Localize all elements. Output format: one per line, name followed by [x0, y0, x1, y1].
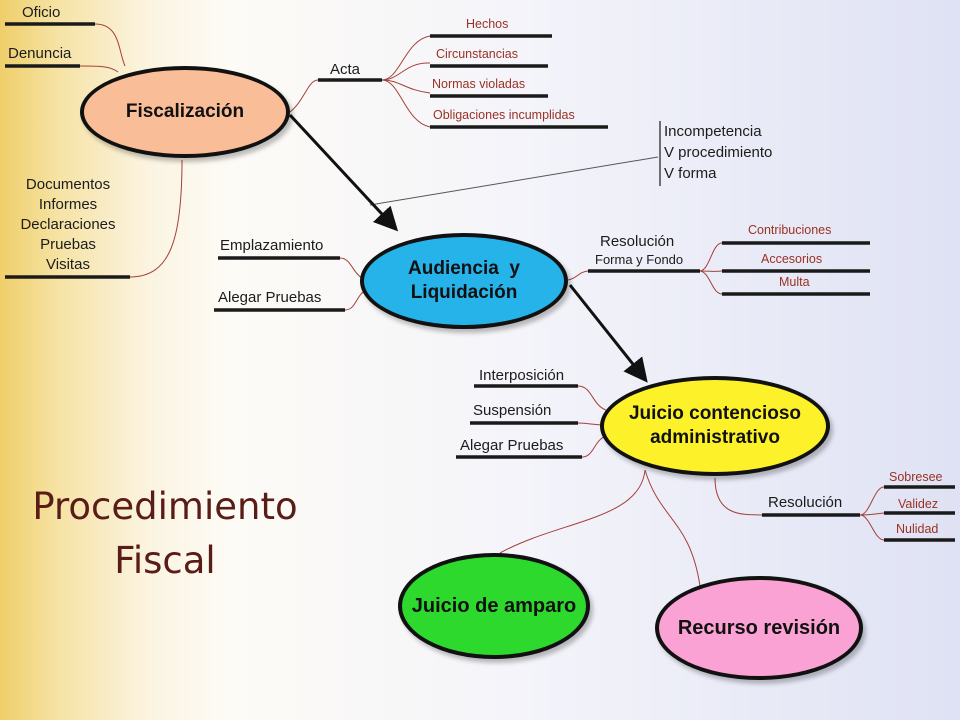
contribuciones-label: Contribuciones: [748, 223, 832, 237]
sobresee-label: Sobresee: [889, 470, 943, 484]
juicio-contencioso-label: Juicio contencioso: [628, 403, 802, 425]
emplazamiento-label: Emplazamiento: [220, 237, 324, 254]
recurso-revision-node: Recurso revisión: [655, 576, 863, 680]
forma-fondo-label: Forma y Fondo: [595, 252, 684, 267]
oficio-label: Oficio: [22, 4, 61, 21]
resolucion-juicio-label: Resolución: [768, 494, 843, 511]
normas-violadas-label: Normas violadas: [432, 77, 526, 91]
visitas-label: Visitas: [46, 256, 90, 273]
vicio-forma-label: V forma: [664, 165, 717, 182]
title-line-2: Fiscal: [114, 539, 216, 582]
recurso-revision-label: Recurso revisión: [677, 616, 841, 639]
administrativo-label: administrativo: [650, 427, 780, 448]
accesorios-label: Accesorios: [761, 252, 823, 266]
alegar-pruebas-juicio-label: Alegar Pruebas: [460, 437, 564, 454]
pruebas-label: Pruebas: [40, 236, 96, 253]
vicio-procedimiento-label: V procedimiento: [664, 144, 773, 161]
documentos-label: Documentos: [25, 176, 111, 193]
fiscalizacion-node-label: Fiscalización: [125, 101, 245, 123]
liquidacion-label: Liquidación: [410, 282, 518, 303]
audiencia-liquidacion-node: Audiencia y Liquidación: [360, 233, 568, 329]
acta-label: Acta: [330, 61, 361, 78]
nulidad-label: Nulidad: [896, 522, 939, 536]
juicio-amparo-node: Juicio de amparo: [398, 553, 590, 659]
suspension-label: Suspensión: [473, 402, 552, 419]
audiencia-label: Audiencia y: [408, 258, 520, 280]
obligaciones-incumplidas-label: Obligaciones incumplidas: [433, 108, 575, 122]
interposicion-label: Interposición: [479, 367, 565, 384]
validez-label: Validez: [898, 497, 939, 511]
multa-label: Multa: [779, 275, 810, 289]
juicio-contencioso-node: Juicio contencioso administrativo: [600, 376, 830, 476]
informes-label: Informes: [38, 196, 98, 213]
documentos-list: Documentos Informes Declaraciones Prueba…: [8, 175, 128, 275]
juicio-amparo-label: Juicio de amparo: [411, 594, 577, 617]
hechos-label: Hechos: [466, 17, 509, 31]
fiscalizacion-node: Fiscalización: [80, 66, 290, 158]
denuncia-label: Denuncia: [8, 45, 72, 62]
alegar-pruebas-label: Alegar Pruebas: [218, 289, 322, 306]
title-line-1: Procedimiento: [32, 485, 298, 528]
circunstancias-label: Circunstancias: [436, 47, 518, 61]
nulidad-causas-note: Incompetencia V procedimiento V forma: [664, 121, 772, 184]
resolucion-liquidacion-label: Resolución: [600, 233, 675, 250]
incompetencia-label: Incompetencia: [664, 123, 762, 140]
declaraciones-label: Declaraciones: [20, 216, 116, 233]
page-title: Procedimiento Fiscal: [0, 480, 330, 588]
